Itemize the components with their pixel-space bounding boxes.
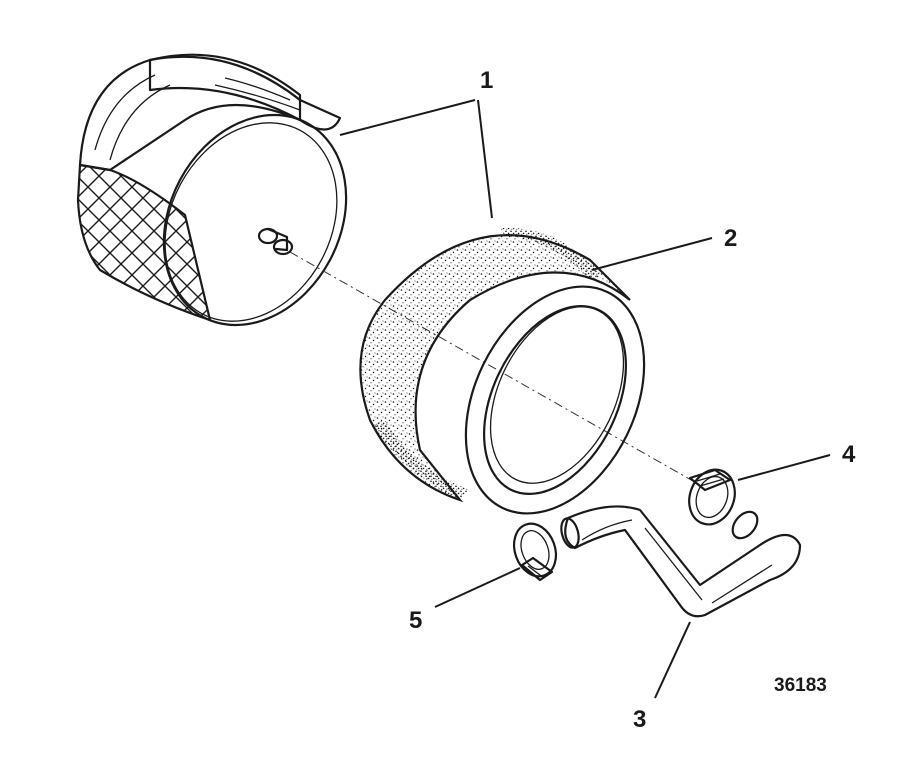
hose-clamp-right bbox=[688, 468, 736, 526]
callout-3: 3 bbox=[633, 706, 646, 733]
assembly-centerline bbox=[289, 251, 701, 486]
center-stud-icon bbox=[257, 227, 294, 256]
callout-4: 4 bbox=[842, 441, 856, 468]
leader-2 bbox=[591, 237, 713, 271]
filter-element bbox=[76, 53, 348, 327]
bent-hose bbox=[560, 505, 802, 618]
callout-1: 1 bbox=[480, 67, 493, 94]
hose-clamp-left bbox=[512, 522, 558, 582]
leader-3 bbox=[654, 621, 691, 699]
callout-2: 2 bbox=[724, 225, 737, 252]
leader-1b bbox=[477, 99, 493, 219]
leader-lines bbox=[339, 99, 831, 699]
figure-number: 36183 bbox=[774, 675, 827, 696]
foam-sleeve bbox=[359, 227, 646, 515]
leader-1a bbox=[339, 99, 476, 136]
leader-4 bbox=[737, 454, 831, 481]
callout-5: 5 bbox=[409, 607, 422, 634]
leader-5 bbox=[434, 567, 521, 608]
